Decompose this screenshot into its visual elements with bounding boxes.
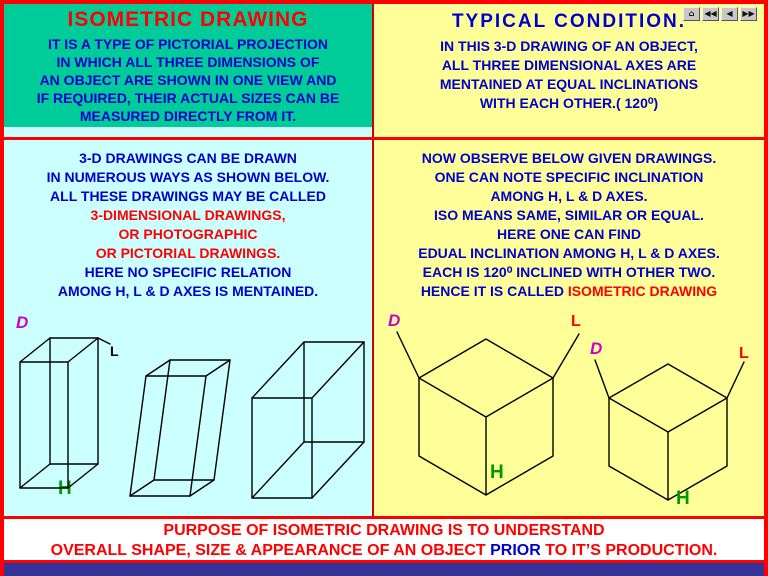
- text-line: 3-D DRAWINGS CAN BE DRAWN: [79, 150, 297, 166]
- cube2-axis-label-h: H: [676, 488, 690, 509]
- hence-prefix: HENCE IT IS CALLED: [420, 283, 568, 299]
- definition-line: MEASURED DIRECTLY FROM IT.: [79, 108, 297, 124]
- text-line-hence: HENCE IT IS CALLED ISOMETRIC DRAWING: [374, 282, 764, 301]
- bottom-bar: [4, 560, 764, 576]
- cube2-axis-label-d: D: [590, 339, 602, 358]
- pictorial-boxes-drawing: D L H: [16, 313, 365, 499]
- definition-line: IF REQUIRED, THEIR ACTUAL SIZES CAN BE: [36, 90, 340, 106]
- page-title: ISOMETRIC DRAWING: [67, 8, 309, 31]
- text-line: HERE NO SPECIFIC RELATION: [84, 264, 292, 280]
- cube1-axis-label-h: H: [490, 462, 504, 483]
- axis-label-l: L: [110, 343, 119, 359]
- text-line: IN NUMEROUS WAYS AS SHOWN BELOW.: [46, 169, 330, 185]
- text-line: ALL THESE DRAWINGS MAY BE CALLED: [50, 188, 326, 204]
- isometric-text-block: NOW OBSERVE BELOW GIVEN DRAWINGS. ONE CA…: [374, 140, 764, 301]
- definition-line: IN WHICH ALL THREE DIMENSIONS OF: [56, 54, 320, 70]
- cube1-axis-label-l: L: [571, 313, 581, 330]
- oblique-box-1: [19, 337, 111, 489]
- condition-line: MENTAINED AT EQUAL INCLINATIONS: [439, 76, 699, 92]
- home-icon[interactable]: ⌂: [683, 7, 700, 21]
- condition-line: IN THIS 3-D DRAWING OF AN OBJECT,: [440, 38, 698, 54]
- middle-row: 3-D DRAWINGS CAN BE DRAWN IN NUMEROUS WA…: [4, 140, 764, 516]
- panel-isometric-drawings: NOW OBSERVE BELOW GIVEN DRAWINGS. ONE CA…: [372, 140, 764, 516]
- panel-isometric-definition: ISOMETRIC DRAWING IT IS A TYPE OF PICTOR…: [4, 4, 372, 137]
- purpose-line2-pre: OVERALL SHAPE, SIZE & APPEARANCE OF AN O…: [50, 542, 491, 559]
- purpose-line-1: PURPOSE OF ISOMETRIC DRAWING IS TO UNDER…: [163, 522, 605, 539]
- isometric-cube-2: [594, 359, 745, 501]
- cube2-axis-label-l: L: [739, 345, 749, 362]
- condition-line: ALL THREE DIMENSIONAL AXES ARE: [441, 57, 697, 73]
- panel-pictorial-drawings: 3-D DRAWINGS CAN BE DRAWN IN NUMEROUS WA…: [4, 140, 372, 516]
- isometric-cubes-drawing: D L H D L H: [388, 311, 749, 509]
- purpose-prior-word: PRIOR: [490, 542, 541, 559]
- previous-slide-icon[interactable]: ◀: [721, 7, 738, 21]
- slide-navigation: ⌂ ◀◀ ◀ ▶▶: [683, 7, 757, 21]
- oblique-box-2: [129, 359, 231, 497]
- text-line: ISO MEANS SAME, SIMILAR OR EQUAL.: [434, 207, 704, 223]
- next-slide-icon[interactable]: ▶▶: [740, 7, 757, 21]
- text-line: OR PICTORIAL DRAWINGS.: [95, 245, 281, 261]
- typical-condition-title: TYPICAL CONDITION.: [451, 11, 687, 32]
- text-line: 3-DIMENSIONAL DRAWINGS,: [90, 207, 286, 223]
- purpose-footer: PURPOSE OF ISOMETRIC DRAWING IS TO UNDER…: [4, 516, 764, 560]
- top-row: ISOMETRIC DRAWING IT IS A TYPE OF PICTOR…: [4, 4, 764, 140]
- text-line: NOW OBSERVE BELOW GIVEN DRAWINGS.: [421, 150, 717, 166]
- definition-line: AN OBJECT ARE SHOWN IN ONE VIEW AND: [39, 72, 337, 88]
- text-line: OR PHOTOGRAPHIC: [118, 226, 258, 242]
- condition-line: WITH EACH OTHER.( 120⁰): [479, 95, 659, 111]
- definition-line: IT IS A TYPE OF PICTORIAL PROJECTION: [47, 36, 329, 52]
- first-slide-icon[interactable]: ◀◀: [702, 7, 719, 21]
- text-line: AMONG H, L & D AXES.: [490, 188, 648, 204]
- oblique-box-3: [251, 341, 365, 499]
- purpose-line-2: OVERALL SHAPE, SIZE & APPEARANCE OF AN O…: [4, 541, 764, 561]
- text-line: EDUAL INCLINATION AMONG H, L & D AXES.: [418, 245, 720, 261]
- text-line: HERE ONE CAN FIND: [497, 226, 641, 242]
- text-line: ONE CAN NOTE SPECIFIC INCLINATION: [434, 169, 704, 185]
- isometric-cube-1: [396, 331, 580, 496]
- panel-typical-condition: TYPICAL CONDITION. IN THIS 3-D DRAWING O…: [372, 4, 764, 137]
- axis-label-d: D: [16, 313, 28, 332]
- hence-isometric-drawing: ISOMETRIC DRAWING: [567, 283, 718, 299]
- text-line: AMONG H, L & D AXES IS MENTAINED.: [57, 283, 319, 299]
- purpose-line2-post: TO IT’S PRODUCTION.: [540, 542, 718, 559]
- cube1-axis-label-d: D: [388, 311, 400, 330]
- pictorial-text-block: 3-D DRAWINGS CAN BE DRAWN IN NUMEROUS WA…: [4, 140, 372, 301]
- green-definition-box: ISOMETRIC DRAWING IT IS A TYPE OF PICTOR…: [4, 4, 372, 127]
- text-line: EACH IS 120⁰ INCLINED WITH OTHER TWO.: [422, 264, 716, 280]
